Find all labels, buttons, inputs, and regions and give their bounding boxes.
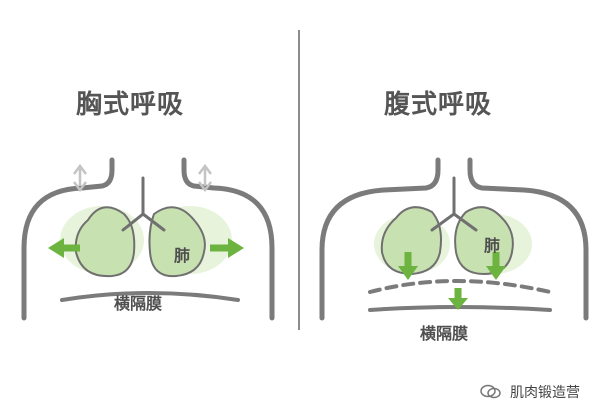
- left-lung-label: 肺: [174, 246, 191, 265]
- right-diaphragm-dashed-line: [368, 279, 552, 294]
- left-up-down-arrow-left-icon: [73, 163, 87, 193]
- right-lung-label: 肺: [484, 236, 501, 255]
- watermark-text: 肌肉锻造营: [510, 385, 580, 401]
- right-body-outline-right: [467, 157, 589, 321]
- right-down-arrow-diaphragm-icon: [448, 288, 468, 310]
- center-divider: [298, 30, 300, 330]
- left-diaphragm-line: [60, 291, 240, 302]
- left-diaphragm-label: 横隔膜: [114, 294, 163, 313]
- abdominal-breathing-title: 腹式呼吸: [384, 90, 493, 120]
- left-outward-arrow-left-icon: [48, 238, 80, 258]
- right-body-outline-left: [319, 157, 441, 321]
- right-down-arrow-left-lung-icon: [398, 252, 418, 280]
- chest-breathing-title: 胸式呼吸: [76, 90, 185, 120]
- right-lung-left: [380, 206, 442, 276]
- right-panel: [319, 157, 589, 321]
- left-lung-right: [148, 206, 206, 278]
- right-down-arrow-right-lung-icon: [486, 252, 506, 280]
- right-diaphragm-label: 横隔膜: [420, 324, 469, 343]
- left-panel: [21, 157, 275, 321]
- left-outward-arrow-right-icon: [210, 238, 244, 258]
- left-up-down-arrow-right-icon: [198, 163, 212, 193]
- left-body-outline-right: [181, 157, 275, 321]
- watermark: 肌肉锻造营: [480, 382, 580, 402]
- chat-bubble-icon: [480, 383, 502, 401]
